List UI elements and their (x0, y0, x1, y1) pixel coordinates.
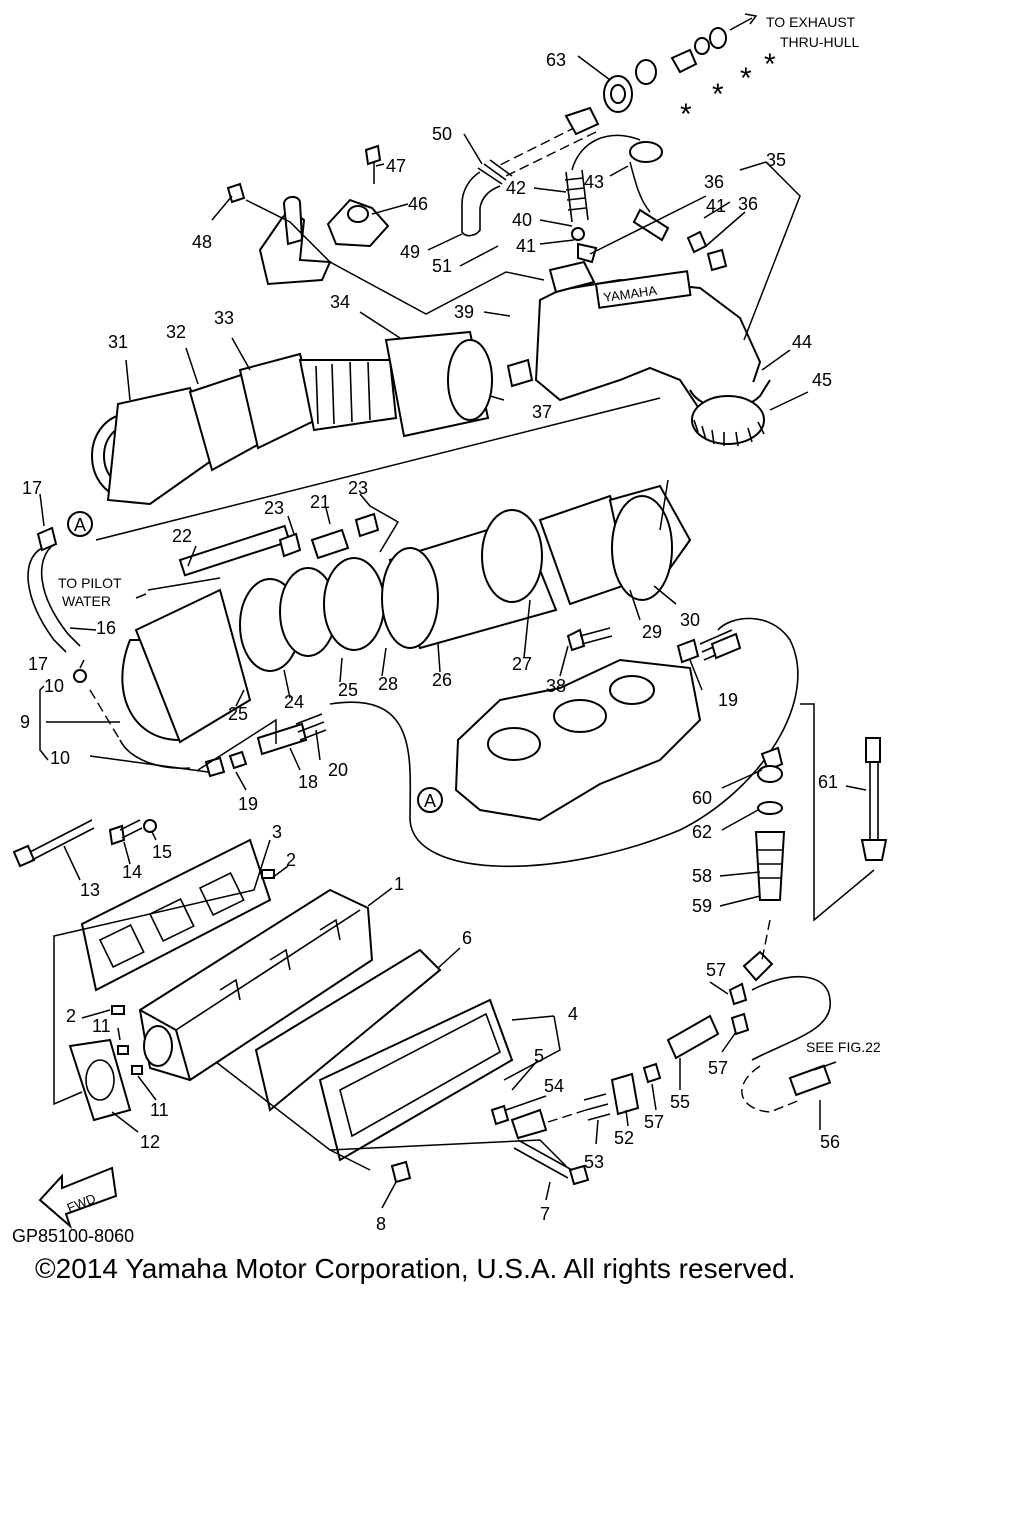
callout: 57 (644, 1112, 664, 1132)
callout: 25 (228, 704, 248, 724)
callout: 10 (44, 676, 64, 696)
callout: 1 (394, 874, 404, 894)
callout: 52 (614, 1128, 634, 1148)
note-pilot-line1: TO PILOT (58, 575, 122, 591)
asterisk-mark: * (764, 48, 776, 81)
callout: 23 (348, 478, 368, 498)
callout: 23 (264, 498, 284, 518)
callout: 9 (20, 712, 30, 732)
callout: 41 (516, 236, 536, 256)
callout: 29 (642, 622, 662, 642)
callout: 17 (28, 654, 48, 674)
callout: 48 (192, 232, 212, 252)
callout: 40 (512, 210, 532, 230)
callout: 14 (122, 862, 142, 882)
copyright-notice: ©2014 Yamaha Motor Corporation, U.S.A. A… (35, 1253, 796, 1284)
callout: 31 (108, 332, 128, 352)
ref-mark-a: A (74, 515, 86, 535)
callout: 36 (738, 194, 758, 214)
callout: 47 (386, 156, 406, 176)
callout: 2 (286, 850, 296, 870)
drawing-code: GP85100-8060 (12, 1226, 134, 1246)
callout: 63 (546, 50, 566, 70)
callout: 21 (310, 492, 330, 512)
callout: 38 (546, 676, 566, 696)
callout: 32 (166, 322, 186, 342)
callout: 5 (534, 1046, 544, 1066)
callout: 51 (432, 256, 452, 276)
callout: 39 (454, 302, 474, 322)
callout: 19 (238, 794, 258, 814)
callout: 62 (692, 822, 712, 842)
leader-lines (39, 55, 867, 1209)
callout-numbers: 1 2 2 3 4 5 6 7 8 9 10 10 11 11 12 13 14… (20, 50, 840, 1234)
callout: 4 (568, 1004, 578, 1024)
asterisk-mark: * (740, 62, 752, 95)
callout: 30 (680, 610, 700, 630)
callout: 15 (152, 842, 172, 862)
callout: 16 (96, 618, 116, 638)
callout: 45 (812, 370, 832, 390)
parts-drawing: YAMAHA (12, 13, 888, 1230)
asterisk-mark: * (680, 98, 692, 131)
callout: 10 (50, 748, 70, 768)
callout: 60 (692, 788, 712, 808)
callout: 54 (544, 1076, 564, 1096)
brand-mark-text: YAMAHA (602, 283, 658, 305)
callout: 37 (532, 402, 552, 422)
callout: 57 (708, 1058, 728, 1078)
callout: 11 (150, 1100, 169, 1120)
callout: 58 (692, 866, 712, 886)
callout: 18 (298, 772, 318, 792)
callout: 36 (704, 172, 724, 192)
exploded-parts-diagram: YAMAHA (12, 13, 888, 1246)
callout: 24 (284, 692, 304, 712)
callout: 27 (512, 654, 532, 674)
callout: 59 (692, 896, 712, 916)
callout: 46 (408, 194, 428, 214)
callout: 8 (376, 1214, 386, 1234)
callout: 35 (766, 150, 786, 170)
callout: 28 (378, 674, 398, 694)
callout: 6 (462, 928, 472, 948)
callout: 7 (540, 1204, 550, 1224)
callout: 50 (432, 124, 452, 144)
note-see-fig: SEE FIG.22 (806, 1039, 881, 1055)
callout: 43 (584, 172, 604, 192)
callout: 22 (172, 526, 192, 546)
callout: 19 (718, 690, 738, 710)
callout: 61 (818, 772, 838, 792)
callout: 3 (272, 822, 282, 842)
callout: 49 (400, 242, 420, 262)
note-exhaust-line1: TO EXHAUST (766, 14, 856, 30)
callout: 42 (506, 178, 526, 198)
ref-mark-a: A (424, 791, 436, 811)
callout: 44 (792, 332, 812, 352)
callout: 34 (330, 292, 350, 312)
callout: 33 (214, 308, 234, 328)
callout: 20 (328, 760, 348, 780)
callout: 41 (706, 196, 726, 216)
callout: 2 (66, 1006, 76, 1026)
note-exhaust-line2: THRU-HULL (780, 34, 860, 50)
callout: 53 (584, 1152, 604, 1172)
callout: 25 (338, 680, 358, 700)
note-pilot-line2: WATER (62, 593, 111, 609)
callout: 26 (432, 670, 452, 690)
callout: 12 (140, 1132, 160, 1152)
callout: 13 (80, 880, 100, 900)
callout: 55 (670, 1092, 690, 1112)
callout: 57 (706, 960, 726, 980)
callout: 11 (92, 1016, 111, 1036)
asterisk-mark: * (712, 78, 724, 111)
callout: 17 (22, 478, 42, 498)
callout: 56 (820, 1132, 840, 1152)
